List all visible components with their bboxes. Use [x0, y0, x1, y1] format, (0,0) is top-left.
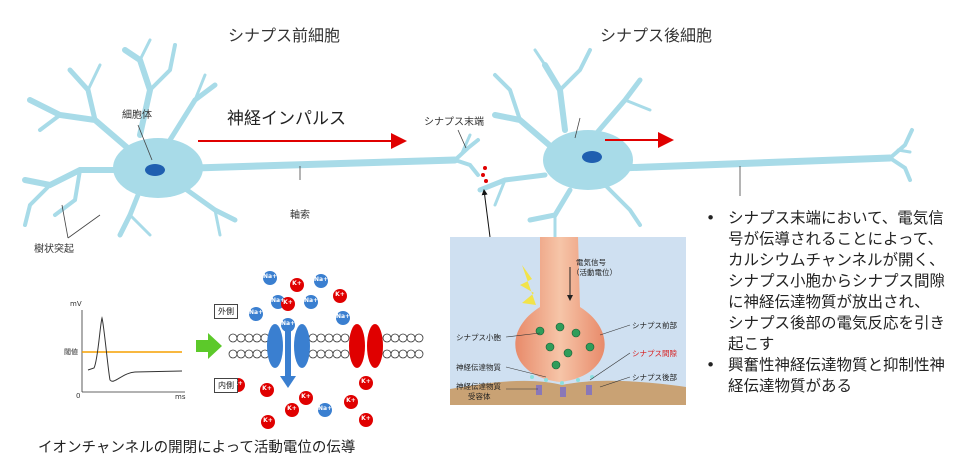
na-channel-right [294, 324, 310, 368]
na-ion-label: Na+ [314, 276, 329, 283]
k-ion-label: K+ [287, 405, 297, 412]
na-ion-label: Na+ [271, 297, 286, 304]
inside-label: 内側 [214, 378, 238, 393]
k-ion-label: K+ [346, 397, 356, 404]
postsynaptic-nucleus [582, 151, 602, 163]
k-ion-label: K+ [361, 415, 371, 422]
electric-flash-icon [520, 265, 536, 305]
na-ions [249, 271, 350, 417]
presynaptic-part-label: シナプス前部 [632, 321, 677, 330]
postsynaptic-part-label: シナプス後部 [632, 373, 677, 382]
na-ion-label: Na+ [263, 273, 278, 280]
receptors [536, 385, 592, 397]
action-potential-plot [81, 310, 185, 393]
outside-label: 外側 [214, 304, 238, 319]
plot-threshold-label: 閾値 [64, 348, 78, 356]
k-ion-label: K+ [262, 385, 272, 392]
explanation-item-1: シナプス末端において、電気信号が伝導されることによって、カルシウムチャンネルが開… [700, 208, 945, 355]
synaptic-vesicle-label: シナプス小胞 [456, 333, 501, 342]
k-channel-right [367, 324, 383, 368]
synapse-inset: 電気信号 （活動電位） シナプス小胞 神経伝達物質 神経伝達物質 受容体 シナプ… [450, 237, 686, 405]
explanation-list: シナプス末端において、電気信号が伝導されることによって、カルシウムチャンネルが開… [700, 208, 945, 397]
synapse-terminal-label: シナプス末端 [424, 117, 484, 128]
k-ion-label: K+ [263, 417, 273, 424]
plot-y-unit: mV [70, 300, 82, 308]
synapse-illustration [450, 237, 686, 405]
k-ion-label: K+ [283, 299, 293, 306]
presynaptic-nucleus [145, 164, 165, 176]
presynaptic-neuron [22, 38, 480, 238]
plot-zero-label: 0 [76, 392, 81, 400]
axon-label: 軸索 [290, 210, 310, 221]
zoom-arrow [481, 189, 491, 238]
receptor-label-line2: 受容体 [468, 392, 491, 401]
postsynaptic-membrane [450, 380, 686, 405]
na-ion-label: Na+ [304, 297, 319, 304]
neurotransmitter-label: 神経伝達物質 [456, 363, 501, 372]
neurotransmitters [530, 375, 594, 385]
postsynaptic-neuron [477, 48, 914, 242]
plot-x-unit: ms [175, 393, 186, 401]
presynaptic-terminal [515, 237, 605, 382]
nerve-impulse-label: 神経インパルス [227, 109, 346, 129]
k-channel-left [349, 324, 365, 368]
na-flow-arrow [280, 376, 296, 388]
electric-signal-label: 電気信号 [576, 258, 606, 267]
k-ion-label: K+ [301, 393, 311, 400]
postsynaptic-title: シナプス後細胞 [600, 26, 713, 45]
explanation-item-2: 興奮性神経伝達物質と抑制性神経伝達物質がある [700, 355, 945, 397]
na-ion-label: Na+ [249, 309, 264, 316]
na-ion-label: Na+ [336, 313, 351, 320]
green-arrow [196, 333, 222, 359]
na-channel-left [267, 324, 283, 368]
ion-membrane [196, 271, 424, 429]
k-ions [231, 278, 373, 429]
na-ion-label: Na+ [318, 405, 333, 412]
action-potential-label: （活動電位） [572, 268, 617, 277]
ion-channel-caption: イオンチャンネルの開閉によって活動電位の伝導 [38, 440, 356, 456]
presynaptic-title: シナプス前細胞 [228, 26, 341, 45]
cell-body-label: 細胞体 [122, 110, 152, 121]
k-ion-label: K+ [292, 280, 302, 287]
synaptic-vesicles [535, 322, 595, 370]
synaptic-cleft-label: シナプス間隙 [632, 349, 677, 358]
k-ion-label: K+ [233, 380, 243, 387]
na-ion-label: Na+ [281, 320, 296, 327]
k-ion-label: K+ [335, 291, 345, 298]
dendrite-label: 樹状突起 [34, 244, 74, 255]
k-ion-label: K+ [361, 378, 371, 385]
receptor-label-line1: 神経伝達物質 [456, 382, 501, 391]
